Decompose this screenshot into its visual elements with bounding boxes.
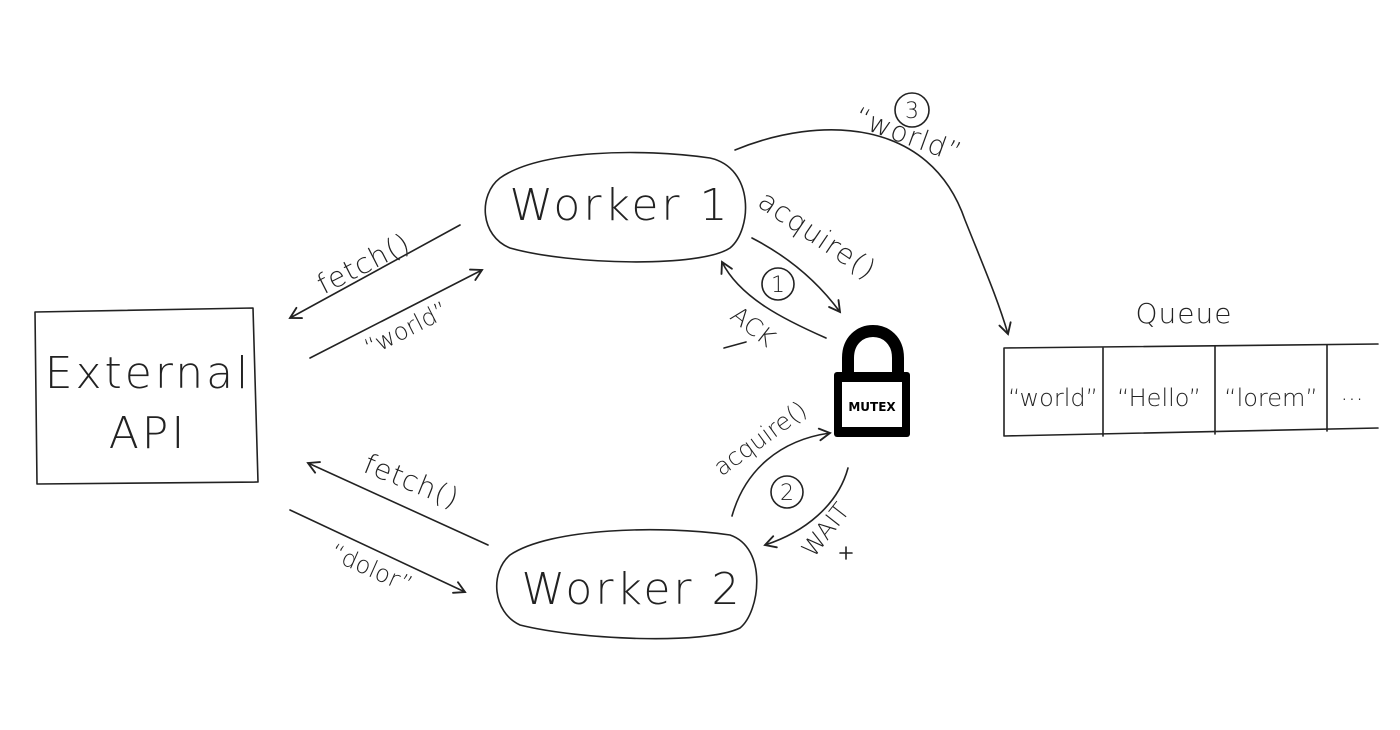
step2-circle <box>770 475 804 509</box>
fetch-arrow-1 <box>288 224 461 320</box>
worker1-outline <box>484 151 747 263</box>
worker2-label: Worker 2 <box>522 564 743 615</box>
external-api-box <box>34 307 259 485</box>
acquire-arrow-2 <box>731 427 832 517</box>
queue-dividers <box>1102 344 1328 437</box>
lock-shackle <box>842 325 904 377</box>
edge-worker2-wait: WAIT <box>763 467 856 563</box>
worker2-node: Worker 2 <box>496 528 758 640</box>
wait-mark <box>839 546 853 560</box>
step3-number: 3 <box>905 99 919 124</box>
queue-item-ellipsis: ... <box>1341 378 1364 406</box>
step2-marker: 2 <box>770 475 804 509</box>
external-api-node: External API <box>34 307 259 485</box>
queue-title: Queue <box>1136 297 1233 330</box>
ack-check-mark <box>723 341 747 349</box>
worker1-label: Worker 1 <box>510 180 731 231</box>
fetch-label-1: fetch() <box>312 226 416 301</box>
step3-marker: 3 <box>894 92 930 128</box>
ack-arrow <box>720 260 827 339</box>
fetch-label-2: fetch() <box>359 447 464 515</box>
external-api-label-line1: External <box>45 348 252 399</box>
response-arrow-1 <box>309 268 484 359</box>
acquire-arrow-1 <box>751 237 842 314</box>
step1-marker: 1 <box>761 267 795 301</box>
step1-number: 1 <box>771 273 785 298</box>
lock-label-plate <box>842 382 902 427</box>
step1-circle <box>761 267 795 301</box>
external-api-label-line2: API <box>109 408 188 459</box>
queue-item-1: “world” <box>1008 384 1098 412</box>
worker2-outline <box>496 528 758 640</box>
wait-arrow <box>763 467 849 549</box>
step3-circle <box>894 92 930 128</box>
edge-worker2-acquire: acquire() <box>708 396 832 517</box>
response-label-1: “world” <box>360 296 453 362</box>
queue-outline <box>1003 343 1379 437</box>
mutex-label: MUTEX <box>848 400 896 414</box>
worker1-node: Worker 1 <box>484 151 747 263</box>
enqueue-arrow <box>734 129 1012 336</box>
step2-number: 2 <box>780 481 794 506</box>
queue-node: Queue “world” “Hello” “lorem” ... <box>1003 297 1379 437</box>
mutex-lock-icon: MUTEX <box>834 325 910 437</box>
queue-item-2: “Hello” <box>1117 384 1201 412</box>
acquire-label-2: acquire() <box>708 396 812 482</box>
acquire-label-1: acquire() <box>752 184 882 287</box>
response-arrow-2 <box>289 509 467 594</box>
fetch-arrow-2 <box>306 461 489 546</box>
queue-item-3: “lorem” <box>1224 384 1318 412</box>
